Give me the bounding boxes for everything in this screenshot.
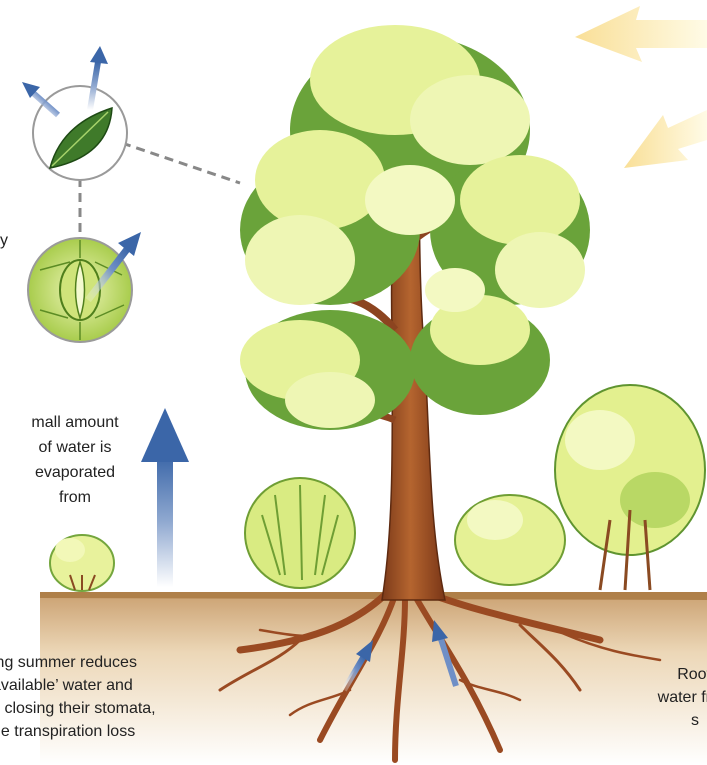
leaf-inset [33,86,127,180]
small-shrub-left [50,535,114,591]
sunlight-arrows [575,6,707,168]
dry-summer-line-3: s closing their stomata, [0,697,242,720]
dry-summer-line-4: he transpiration loss [0,720,242,743]
evaporation-line-2: of water is [0,435,150,460]
bush-right [455,385,705,590]
roots-line-2: water fr [658,686,707,709]
roots-line-1: Root [658,663,707,686]
stoma-inset [28,238,132,342]
roots-line-3: s [658,709,707,732]
evaporation-line-3: evaporated [0,460,150,485]
dry-summer-line-1: ing summer reduces [0,651,242,674]
bush-middle [245,478,355,588]
roots-label: Root water fr s [658,663,707,732]
cropped-label-fragment: y [0,228,8,253]
evaporation-line-4: from [0,485,150,510]
evaporation-line-1: mall amount [0,410,150,435]
tree-canopy [240,25,590,430]
dry-summer-line-2: available’ water and [0,674,242,697]
evaporation-label: mall amount of water is evaporated from [0,410,150,510]
dry-summer-label: ing summer reduces available’ water and … [0,651,242,743]
